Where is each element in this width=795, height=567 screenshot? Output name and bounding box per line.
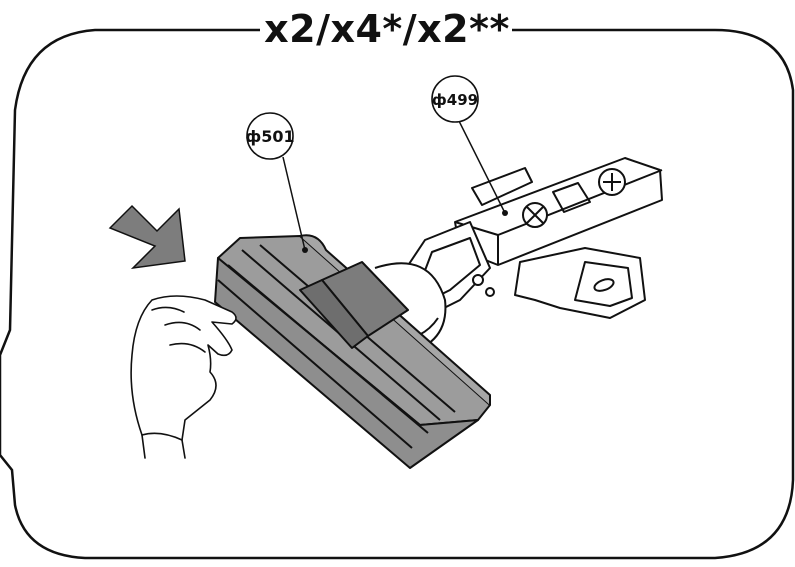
callout-f499: ф499 <box>431 75 508 216</box>
push-direction-arrow-icon <box>108 204 186 270</box>
panel-frame <box>0 28 795 560</box>
callout-f501: ф501 <box>245 112 308 253</box>
hinge-cover-cap-icon <box>214 234 491 469</box>
hand-icon <box>130 295 237 459</box>
callout-label-f499: ф499 <box>432 91 478 109</box>
quantity-title: x2/x4*/x2** <box>262 4 512 54</box>
callout-label-f501: ф501 <box>245 127 294 146</box>
